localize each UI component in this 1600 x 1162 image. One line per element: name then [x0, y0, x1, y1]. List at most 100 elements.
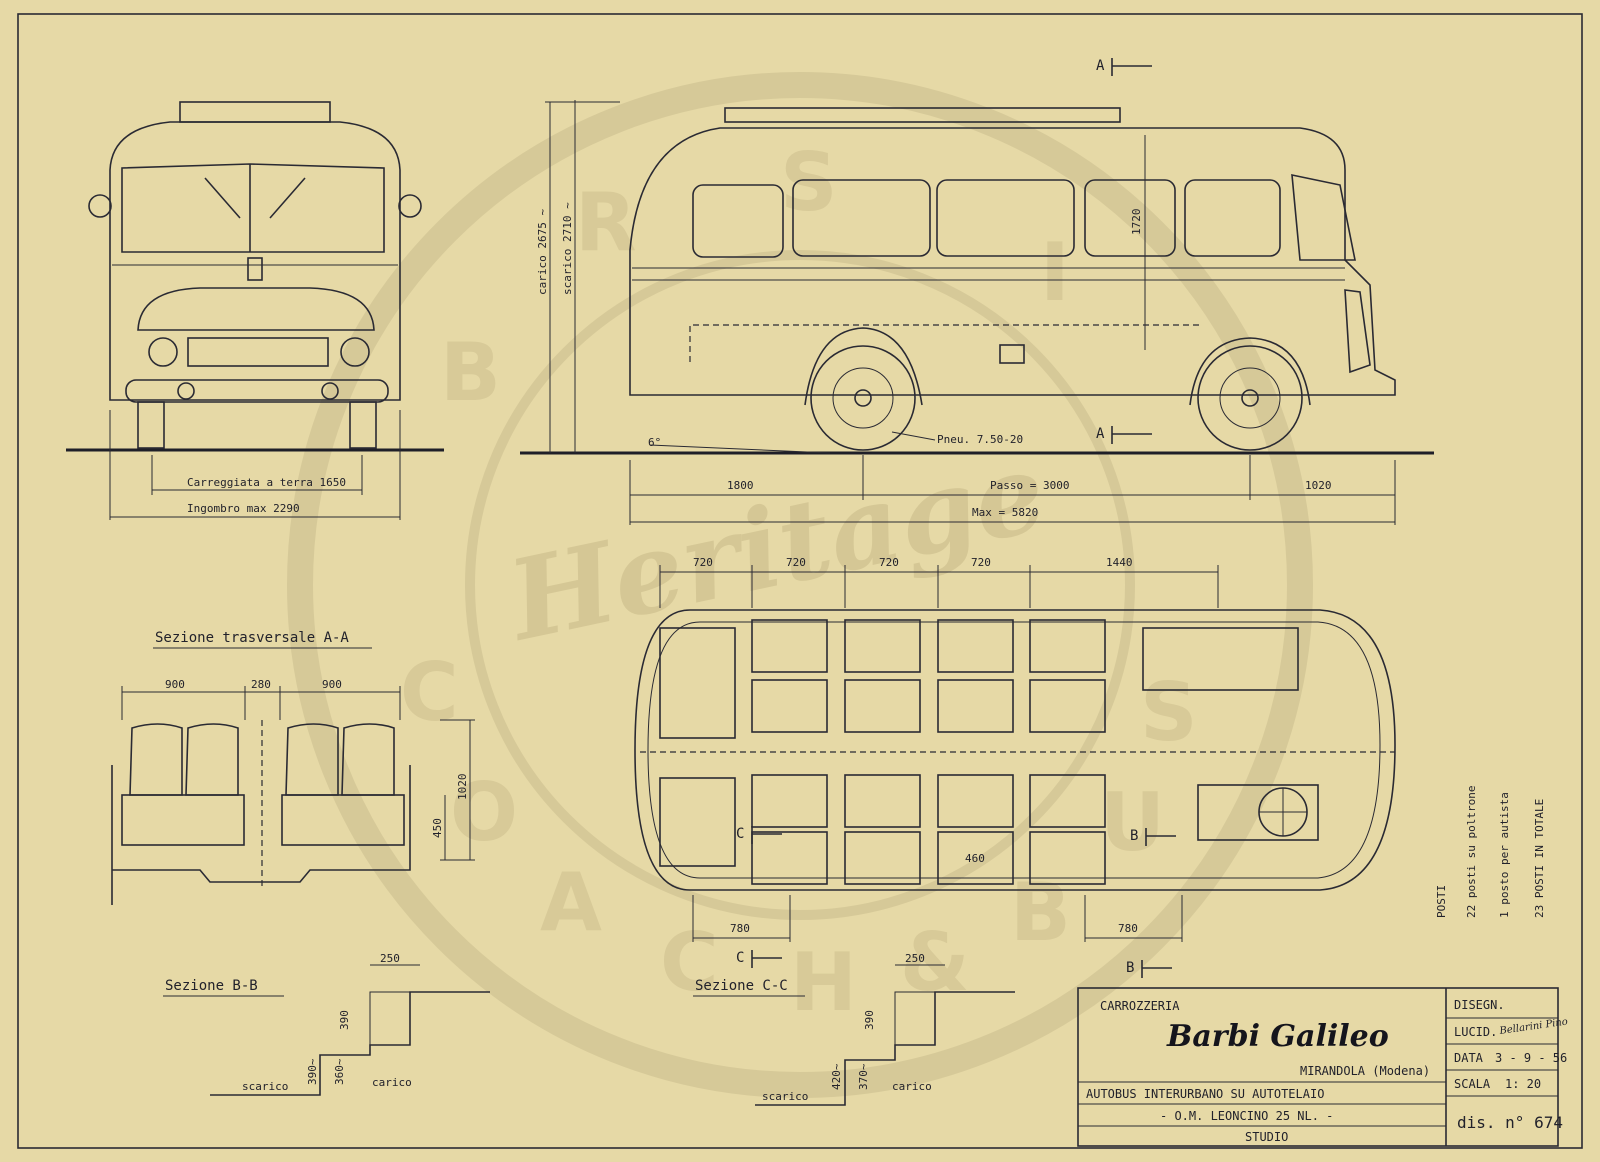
- watermark-letter: H: [790, 936, 857, 1029]
- section-bb-left-height: 390~: [306, 1058, 319, 1085]
- section-aa: Sezione trasversale A-A 900 280 900 1020…: [111, 630, 475, 905]
- headlight: [340, 337, 370, 367]
- sheet-border: [17, 13, 1583, 1149]
- section-cc-width: 250: [905, 952, 925, 965]
- section-cc-profile: [755, 991, 1015, 1106]
- section-aa-seats: [121, 723, 405, 846]
- wheelbase-dimension: Passo = 3000: [990, 479, 1069, 492]
- watermark-letter: C: [400, 646, 459, 739]
- side-grille: [1344, 289, 1371, 374]
- rear-overhang-dimension: 1020: [1305, 479, 1332, 492]
- height-unloaded: scarico 2710 ~: [561, 202, 574, 295]
- side-front-wheel: [1197, 345, 1303, 451]
- seat-pitch: 720: [879, 556, 899, 569]
- bumper: [125, 379, 389, 403]
- section-bb-width: 250: [380, 952, 400, 965]
- side-roof-rack: [724, 107, 1121, 123]
- section-cc-title: Sezione C-C: [695, 978, 788, 994]
- front-view: Carreggiata a terra 1650 Ingombro max 22…: [66, 101, 444, 520]
- height-loaded: carico 2675 ~: [536, 209, 549, 295]
- chassis-description: - O.M. LEONCINO 25 NL. -: [1160, 1109, 1333, 1123]
- watermark: B R S I C O A C H & B U S Heritage: [287, 72, 1313, 1098]
- seating-line: 1 posto per autista: [1498, 792, 1511, 918]
- rear-wheel-arch: [804, 327, 923, 406]
- door-width: 780: [730, 922, 750, 935]
- watermark-script: Heritage: [496, 426, 1057, 666]
- section-cc-unloaded: scarico: [762, 1090, 808, 1103]
- lucid-label: LUCID.: [1454, 1025, 1497, 1039]
- mirror: [88, 194, 112, 218]
- company-location: MIRANDOLA (Modena): [1300, 1064, 1430, 1078]
- watermark-letter: C: [660, 916, 719, 1009]
- seat-pitch: 720: [693, 556, 713, 569]
- watermark-letter: O: [450, 766, 518, 859]
- front-wheel: [137, 401, 165, 449]
- scala-value: 1: 20: [1505, 1077, 1541, 1091]
- section-mark-c: C: [736, 826, 744, 842]
- section-bb-loaded: carico: [372, 1076, 412, 1089]
- section-cc-left-height: 420~: [830, 1063, 843, 1090]
- seating-heading: POSTI: [1435, 885, 1448, 918]
- wiper: [269, 177, 306, 219]
- section-aa-seat-height: 450: [431, 818, 444, 838]
- section-cc-loaded: carico: [892, 1080, 932, 1093]
- seat-width: 460: [965, 852, 985, 865]
- seating-note: POSTI 22 posti su poltrone 1 posto per a…: [1435, 786, 1546, 918]
- company-name: Barbi Galileo: [1166, 1019, 1389, 1054]
- side-window: [792, 179, 931, 257]
- seat-pitch: 720: [786, 556, 806, 569]
- data-label: DATA: [1454, 1051, 1484, 1065]
- front-body-outline: [109, 121, 401, 401]
- data-value: 3 - 9 - 56: [1495, 1051, 1567, 1065]
- front-overhang-dimension: 1800: [727, 479, 754, 492]
- side-window: [1084, 179, 1176, 257]
- watermark-letter: B: [440, 326, 501, 419]
- section-aa-dim: 900: [165, 678, 185, 691]
- watermark-letter: B: [1010, 866, 1071, 959]
- watermark-letter: S: [780, 136, 838, 229]
- grille-lower: [187, 337, 329, 367]
- seat-pitch: 1440: [1106, 556, 1133, 569]
- section-aa-floor: [111, 765, 411, 905]
- approach-angle: 6°: [648, 436, 661, 449]
- front-windscreen: [121, 163, 385, 253]
- front-wheel: [349, 401, 377, 449]
- door-width: 780: [1118, 922, 1138, 935]
- seating-line: 23 POSTI IN TOTALE: [1533, 799, 1546, 918]
- mirror: [398, 194, 422, 218]
- section-aa-height: 1020: [456, 774, 469, 801]
- watermark-ring: [287, 72, 1313, 1098]
- width-dimension: Ingombro max 2290: [187, 502, 300, 515]
- section-cc-step: 390: [863, 1010, 876, 1030]
- bus-description: AUTOBUS INTERURBANO SU AUTOTELAIO: [1086, 1087, 1324, 1101]
- section-bb-title: Sezione B-B: [165, 978, 258, 994]
- overall-length-dimension: Max = 5820: [972, 506, 1038, 519]
- section-aa-title: Sezione trasversale A-A: [155, 630, 349, 646]
- rear-wheel: [810, 345, 916, 451]
- watermark-letter: U: [1100, 776, 1165, 869]
- interior-height: 1720: [1130, 209, 1143, 236]
- side-view: 6° Pneu. 7.50-20 A A carico 2675 ~ scari…: [520, 58, 1434, 525]
- track-dimension: Carreggiata a terra 1650: [187, 476, 346, 489]
- section-aa-dim: 900: [322, 678, 342, 691]
- wiper: [204, 177, 241, 219]
- company-label: CARROZZERIA: [1100, 999, 1180, 1013]
- seat-pitch: 720: [971, 556, 991, 569]
- department: STUDIO: [1245, 1130, 1288, 1144]
- watermark-letter: I: [1040, 226, 1070, 319]
- side-hatch: [999, 344, 1025, 364]
- section-mark-a: A: [1096, 58, 1105, 74]
- side-window: [936, 179, 1075, 257]
- section-aa-dim: 280: [251, 678, 271, 691]
- side-window: [692, 184, 784, 258]
- badge: [247, 257, 263, 281]
- front-wheel-arch: [1189, 337, 1311, 406]
- section-cc: Sezione C-C 250 390 420~ 370~ scarico ca…: [693, 952, 1015, 1106]
- seating-line: 22 posti su poltrone: [1465, 786, 1478, 918]
- section-mark-b: B: [1126, 960, 1134, 976]
- section-mark-a: A: [1096, 426, 1105, 442]
- watermark-letter: R: [575, 176, 637, 269]
- side-windscreen: [1291, 173, 1356, 261]
